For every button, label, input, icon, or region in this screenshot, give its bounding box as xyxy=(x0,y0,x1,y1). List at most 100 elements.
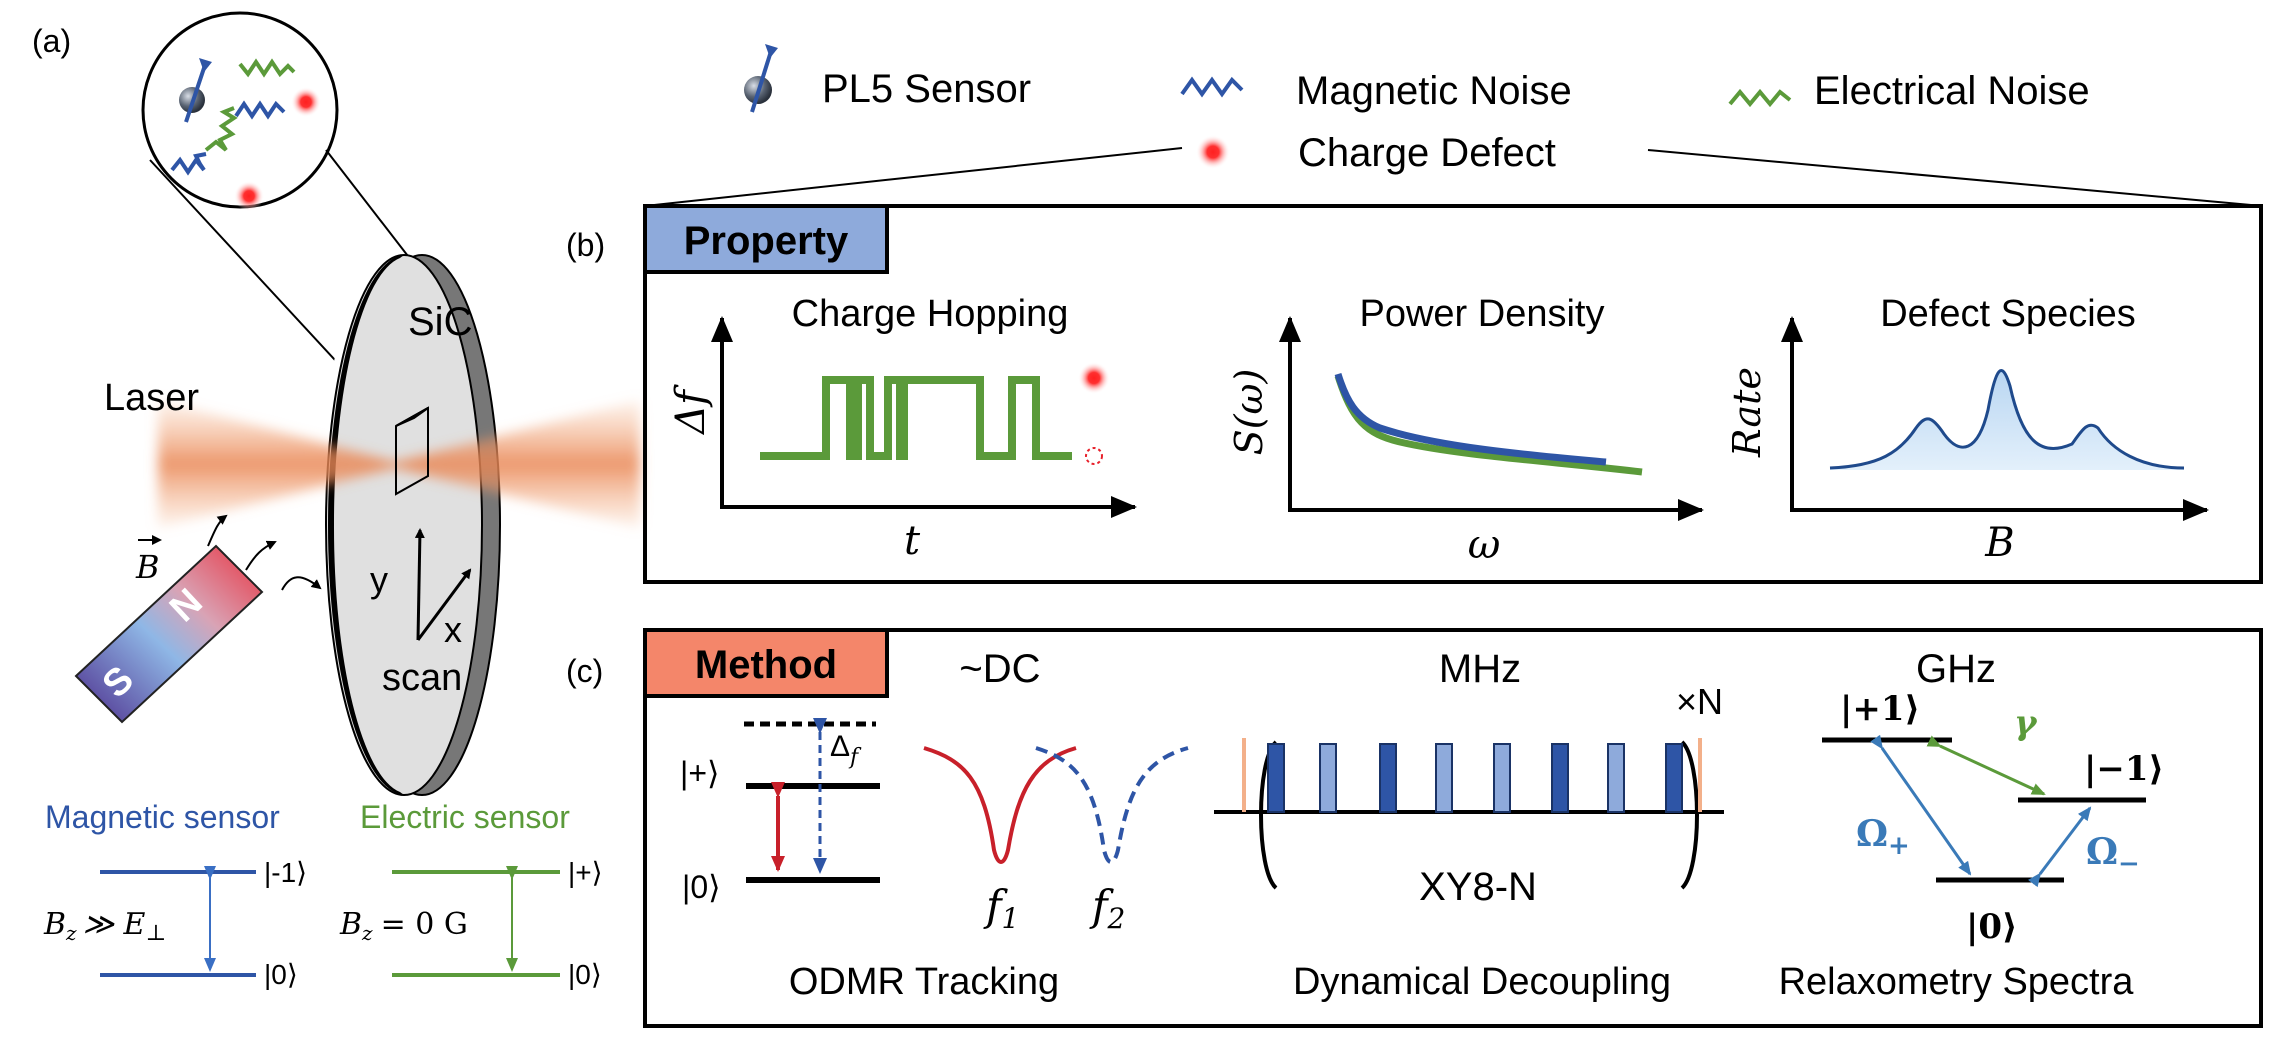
odmr-upper-label: |+⟩ xyxy=(680,755,719,791)
dd-pulse-x xyxy=(1665,743,1683,813)
charge-hopping-plot: Charge Hopping t Δf xyxy=(668,293,1137,564)
legend-electrical-noise-label: Electrical Noise xyxy=(1814,69,2090,113)
odmr-f1: f1 xyxy=(983,881,1019,935)
magnetic-sensor-title: Magnetic sensor xyxy=(45,799,280,835)
odmr-title: ODMR Tracking xyxy=(789,961,1059,1003)
field-line-arrow xyxy=(281,576,322,591)
axis-y-arrow xyxy=(414,528,425,641)
legend-magnetic-noise-label: Magnetic Noise xyxy=(1296,69,1572,113)
property-header-label: Property xyxy=(684,219,849,263)
dd-pulse-y xyxy=(1319,743,1337,813)
dd-pulse-y xyxy=(1435,743,1453,813)
ch-trace xyxy=(760,376,1072,460)
relax-minus1-label: |−1⟩ xyxy=(2084,749,2164,789)
odmr-dip-2 xyxy=(1035,746,1189,864)
b-field-label: B xyxy=(135,548,160,586)
odmr-band: ~DC xyxy=(959,647,1040,691)
dd-repeat: ×N xyxy=(1676,681,1723,722)
dd-pulse-x xyxy=(1267,743,1285,813)
electric-condition: Bz= 0 G xyxy=(339,907,468,945)
ch-ylabel: Δf xyxy=(668,384,714,436)
legend-connector-right xyxy=(1647,149,2263,207)
odmr-lower-label: |0⟩ xyxy=(682,869,721,905)
odmr-section: ~DC |+⟩ |0⟩ Δf f1 f2 ODMR Tracking xyxy=(680,647,1189,1003)
charge-defect-icon xyxy=(234,181,264,211)
relax-band: GHz xyxy=(1916,647,1996,691)
field-line-arrow xyxy=(245,540,277,571)
pd-curve-electric xyxy=(1334,374,1643,476)
legend-sensor-label: PL5 Sensor xyxy=(822,67,1031,111)
dd-pi2-pulse-end xyxy=(1698,738,1702,812)
sic-label: SiC xyxy=(408,300,472,344)
method-header-label: Method xyxy=(695,643,837,687)
power-density-plot: Power Density ω S(ω) xyxy=(1227,293,1704,568)
field-line-arrow xyxy=(207,514,228,547)
magnetic-level-upper-label: |-1⟩ xyxy=(264,857,307,888)
defect-species-plot: Defect Species B Rate xyxy=(1725,293,2209,566)
dd-title: Dynamical Decoupling xyxy=(1293,961,1671,1003)
method-header xyxy=(643,628,889,698)
relax-section: GHz |+1⟩ |−1⟩ |0⟩ γ Ω+ Ω− Relaxometry Sp… xyxy=(1779,647,2164,1003)
dd-section: MHz ×N XY8-N Dynamical Decoupling xyxy=(1214,647,1724,1003)
electrical-noise-icon xyxy=(204,106,238,152)
electric-level-upper-label: |+⟩ xyxy=(568,857,603,888)
magnetic-noise-icon xyxy=(234,100,286,120)
relax-plus1-label: |+1⟩ xyxy=(1840,689,1920,729)
electric-sensor-title: Electric sensor xyxy=(360,799,570,835)
ch-defect-empty-icon xyxy=(1085,447,1103,465)
dd-pulse-x xyxy=(1379,743,1397,813)
magnetic-level-lower-label: |0⟩ xyxy=(264,959,298,990)
relax-gamma-arrow xyxy=(1926,735,2046,796)
ds-fill xyxy=(1830,370,2184,470)
pd-ylabel: S(ω) xyxy=(1227,369,1271,456)
electric-level-lower-label: |0⟩ xyxy=(568,959,602,990)
relax-omega-plus: Ω+ xyxy=(1856,813,1910,861)
panel-c-label: (c) xyxy=(566,653,603,689)
sample-cube xyxy=(395,406,429,496)
legend: PL5 Sensor Magnetic Noise Electrical Noi… xyxy=(744,44,2090,175)
dd-pi2-pulse-start xyxy=(1242,738,1246,812)
ds-curve xyxy=(1829,369,2185,470)
ch-title: Charge Hopping xyxy=(792,293,1069,335)
laser-label: Laser xyxy=(104,377,199,419)
ds-title: Defect Species xyxy=(1880,293,2136,335)
dd-band: MHz xyxy=(1439,647,1521,691)
dd-pulse-y xyxy=(1493,743,1511,813)
zoom-contents xyxy=(170,58,321,211)
relax-gamma: γ xyxy=(2014,703,2038,743)
legend-charge-defect-label: Charge Defect xyxy=(1298,131,1556,175)
ds-xlabel: B xyxy=(1984,520,2014,566)
axis-y-label: y xyxy=(370,559,388,600)
ds-ylabel: Rate xyxy=(1725,367,1769,458)
odmr-f2: f2 xyxy=(1089,881,1125,935)
panel-b-label: (b) xyxy=(566,227,605,263)
legend-connector-left xyxy=(644,147,1183,207)
odmr-delta: Δf xyxy=(830,730,862,770)
axis-x-label: x xyxy=(444,609,462,650)
scan-label: scan xyxy=(382,657,462,699)
dd-sequence: XY8-N xyxy=(1419,865,1537,909)
laser-beam xyxy=(158,400,640,528)
spin-arrow-icon xyxy=(184,61,208,123)
method-panel xyxy=(643,628,2263,1028)
ch-xlabel: t xyxy=(904,518,921,564)
legend-charge-defect-icon xyxy=(1196,135,1230,169)
relax-zero-label: |0⟩ xyxy=(1966,907,2018,947)
pd-xlabel: ω xyxy=(1468,522,1501,568)
property-panel xyxy=(643,204,2263,584)
magnetic-condition: Bz≫ E⊥ xyxy=(43,907,166,946)
relax-omega-minus-arrow xyxy=(2027,806,2092,888)
dd-pulse-y xyxy=(1607,743,1625,813)
pd-curve-magnetic xyxy=(1334,372,1607,466)
panel-a-label: (a) xyxy=(32,23,71,59)
relax-title: Relaxometry Spectra xyxy=(1779,961,2135,1003)
ch-defect-filled-icon xyxy=(1078,362,1110,394)
pd-title: Power Density xyxy=(1360,293,1605,335)
relax-omega-plus-arrow xyxy=(1870,734,1972,876)
property-header xyxy=(643,204,889,274)
charge-defect-icon xyxy=(291,87,321,117)
magnetic-noise-icon xyxy=(170,152,207,176)
sic-disk xyxy=(318,254,501,796)
odmr-dip-1 xyxy=(923,746,1077,864)
